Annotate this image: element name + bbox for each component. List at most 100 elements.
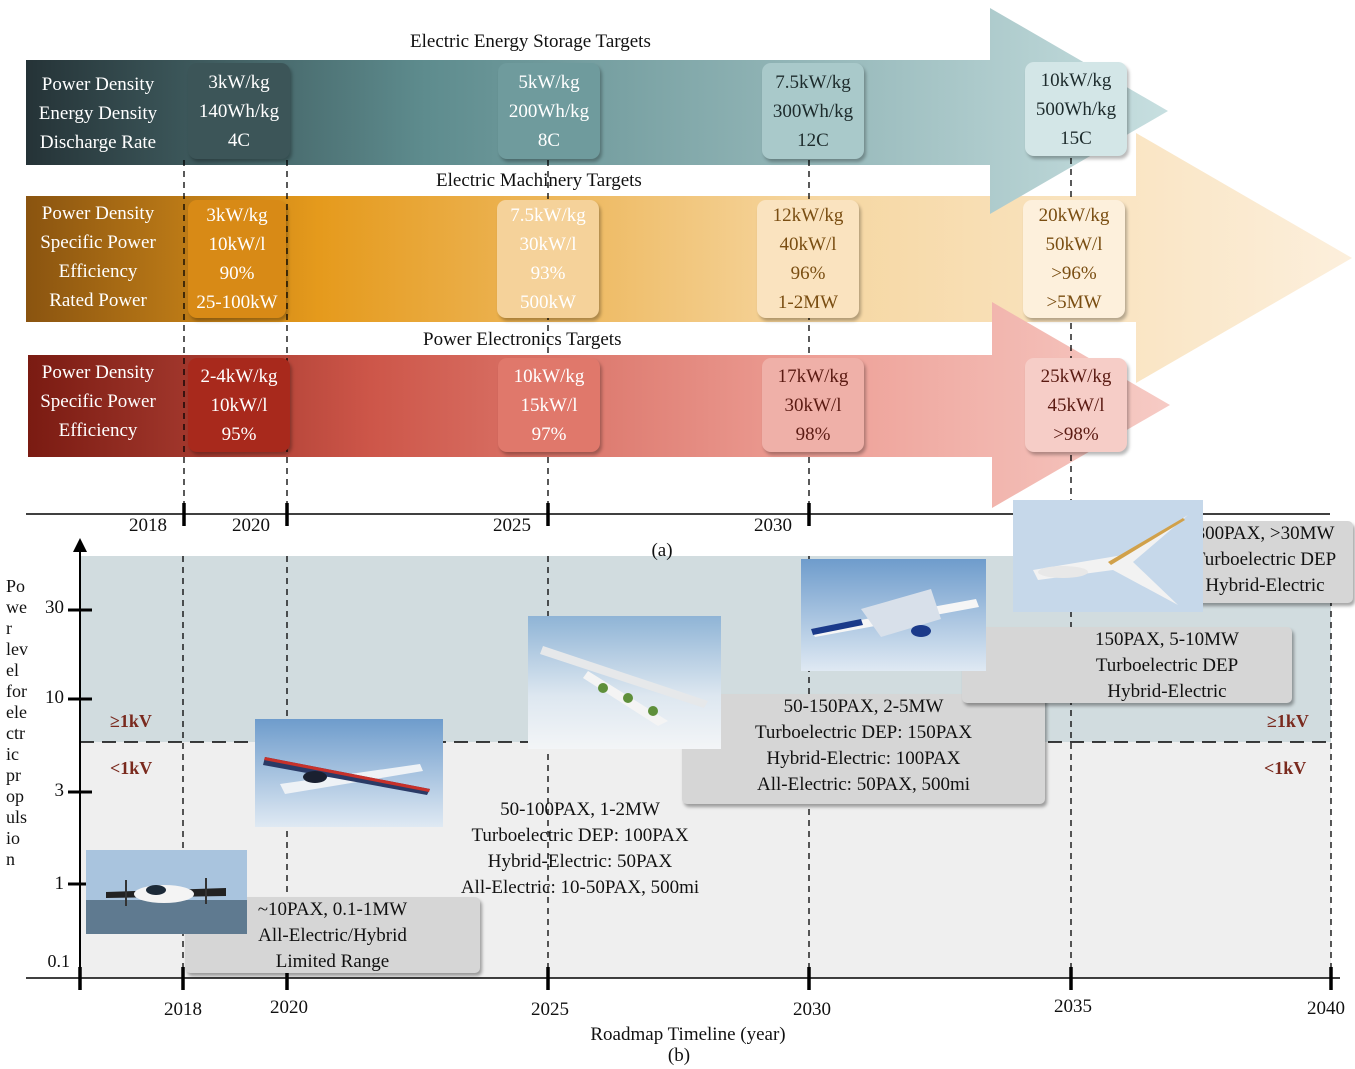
milestone-box-2040: 300PAX, >30MW Turboelectric DEP Hybrid-E…	[1177, 521, 1353, 603]
x-tick-label: 2020	[270, 997, 308, 1018]
year-label-a: 2018	[129, 515, 167, 536]
storage-box-2025: 5kW/kg 200Wh/kg 8C	[498, 63, 600, 159]
x-tick-label: 2040	[1307, 998, 1345, 1019]
value: 10kW/kg	[513, 365, 585, 387]
y-label-part: el	[6, 660, 19, 680]
value: 15C	[1060, 127, 1092, 149]
y-label-part: we	[6, 597, 27, 617]
y-label-part: for	[6, 681, 27, 701]
value: 2-4kW/kg	[200, 365, 278, 387]
value: 30kW/l	[784, 394, 842, 416]
y-label-part: n	[6, 849, 15, 869]
x-axis-title: Roadmap Timeline (year)	[590, 1024, 786, 1045]
value: 5kW/kg	[518, 71, 580, 93]
value: 95%	[221, 423, 257, 445]
machinery-box-2025: 7.5kW/kg 30kW/l 93% 500kW	[497, 200, 599, 318]
milestone-text: Hybrid-Electric: 100PAX	[766, 748, 961, 769]
storage-title: Electric Energy Storage Targets	[410, 31, 651, 52]
voltage-low-label-left: <1kV	[110, 758, 153, 778]
value: 50kW/l	[1045, 234, 1103, 255]
voltage-low-label-right: <1kV	[1264, 758, 1307, 778]
milestone-text: Turboelectric DEP: 150PAX	[754, 722, 973, 743]
voltage-high-label-right: ≥1kV	[1267, 711, 1309, 731]
milestone-text: Hybrid-Electric: 50PAX	[487, 851, 673, 872]
milestone-text: 300PAX, >30MW	[1195, 523, 1335, 544]
electronics-box-2025: 10kW/kg 15kW/l 97%	[498, 358, 600, 452]
y-tick-label: 30	[45, 597, 64, 618]
machinery-box-2035: 20kW/kg 50kW/l >96% >5MW	[1023, 200, 1125, 318]
x-tick-label: 2025	[531, 999, 569, 1020]
value: >96%	[1051, 263, 1097, 284]
y-tick-label: 0.1	[47, 951, 71, 971]
storage-labels: Power Density Energy Density Discharge R…	[28, 70, 168, 157]
y-label-part: ctr	[6, 723, 25, 743]
machinery-box-2030: 12kW/kg 40kW/l 96% 1-2MW	[757, 200, 859, 318]
value: 10kW/kg	[1040, 69, 1112, 91]
value: 12kW/kg	[772, 205, 844, 226]
machinery-label: Power Density	[41, 203, 155, 224]
value: 97%	[531, 423, 567, 445]
y-label-part: r	[6, 618, 12, 638]
milestone-text: 50-100PAX, 1-2MW	[500, 799, 660, 820]
caption-b: (b)	[667, 1045, 691, 1066]
machinery-label: Efficiency	[58, 261, 138, 282]
machinery-label: Specific Power	[40, 232, 156, 253]
value: 200Wh/kg	[508, 100, 590, 122]
machinery-label: Rated Power	[49, 290, 147, 311]
year-label-a: 2020	[232, 515, 270, 536]
milestone-text: Turboelectric DEP	[1095, 655, 1239, 676]
electronics-box-2020: 2-4kW/kg 10kW/l 95%	[188, 358, 290, 452]
electronics-title: Power Electronics Targets	[423, 329, 622, 350]
value: 17kW/kg	[777, 365, 849, 387]
value: 30kW/l	[519, 234, 577, 255]
value: 12C	[797, 129, 829, 151]
caption-a: (a)	[651, 540, 673, 561]
y-label-part: ele	[6, 702, 27, 722]
milestone-text: Turboelectric DEP	[1193, 549, 1337, 570]
year-label-a: 2025	[493, 515, 531, 536]
value: 10kW/l	[210, 394, 268, 416]
y-label-part: uls	[6, 807, 28, 827]
value: 10kW/l	[208, 234, 266, 255]
storage-box-2030: 7.5kW/kg 300Wh/kg 12C	[762, 63, 864, 159]
y-tick-label: 1	[54, 873, 65, 894]
milestone-text: All-Electric/Hybrid	[258, 925, 407, 946]
storage-label: Discharge Rate	[39, 132, 157, 153]
value: >5MW	[1046, 292, 1102, 313]
electronics-labels: Power Density Specific Power Efficiency	[28, 358, 168, 445]
value: 45kW/l	[1047, 394, 1105, 416]
value: 7.5kW/kg	[510, 205, 586, 226]
electronics-label: Efficiency	[58, 420, 138, 441]
milestone-text: All-Electric: 10-50PAX, 500mi	[460, 877, 700, 898]
value: 500Wh/kg	[1035, 98, 1117, 120]
storage-box-2020: 3kW/kg 140Wh/kg 4C	[188, 63, 290, 159]
milestone-box-2030: 50-150PAX, 2-5MW Turboelectric DEP: 150P…	[682, 694, 1045, 804]
airliner-image	[801, 559, 986, 671]
value: 15kW/l	[520, 394, 578, 416]
storage-label: Energy Density	[38, 103, 158, 124]
electronics-box-2030: 17kW/kg 30kW/l 98%	[762, 358, 864, 452]
x-tick-label: 2030	[793, 999, 831, 1020]
value: 8C	[537, 129, 561, 151]
electronics-label: Specific Power	[40, 391, 156, 412]
milestone-text-2025: 50-100PAX, 1-2MW Turboelectric DEP: 100P…	[430, 797, 730, 901]
x57-aircraft-image	[255, 719, 443, 827]
voltage-high-label-left: ≥1kV	[110, 711, 152, 731]
value: 20kW/kg	[1038, 205, 1110, 226]
value: 1-2MW	[777, 292, 839, 313]
value: 500kW	[520, 292, 576, 313]
milestone-box-2035: 150PAX, 5-10MW Turboelectric DEP Hybrid-…	[962, 627, 1292, 703]
value: 7.5kW/kg	[775, 71, 851, 93]
milestone-text: 50-150PAX, 2-5MW	[783, 696, 944, 717]
y-label-part: lev	[6, 639, 28, 659]
storage-label: Power Density	[41, 74, 155, 95]
value: 25kW/kg	[1040, 365, 1112, 387]
value: 40kW/l	[779, 234, 837, 255]
x-tick-label: 2035	[1054, 996, 1092, 1017]
value: 300Wh/kg	[772, 100, 854, 122]
y-label-part: op	[6, 786, 24, 806]
value: 3kW/kg	[208, 71, 270, 93]
milestone-text: 150PAX, 5-10MW	[1095, 629, 1239, 650]
milestone-text: All-Electric: 50PAX, 500mi	[756, 774, 971, 795]
value: 96%	[790, 263, 826, 284]
